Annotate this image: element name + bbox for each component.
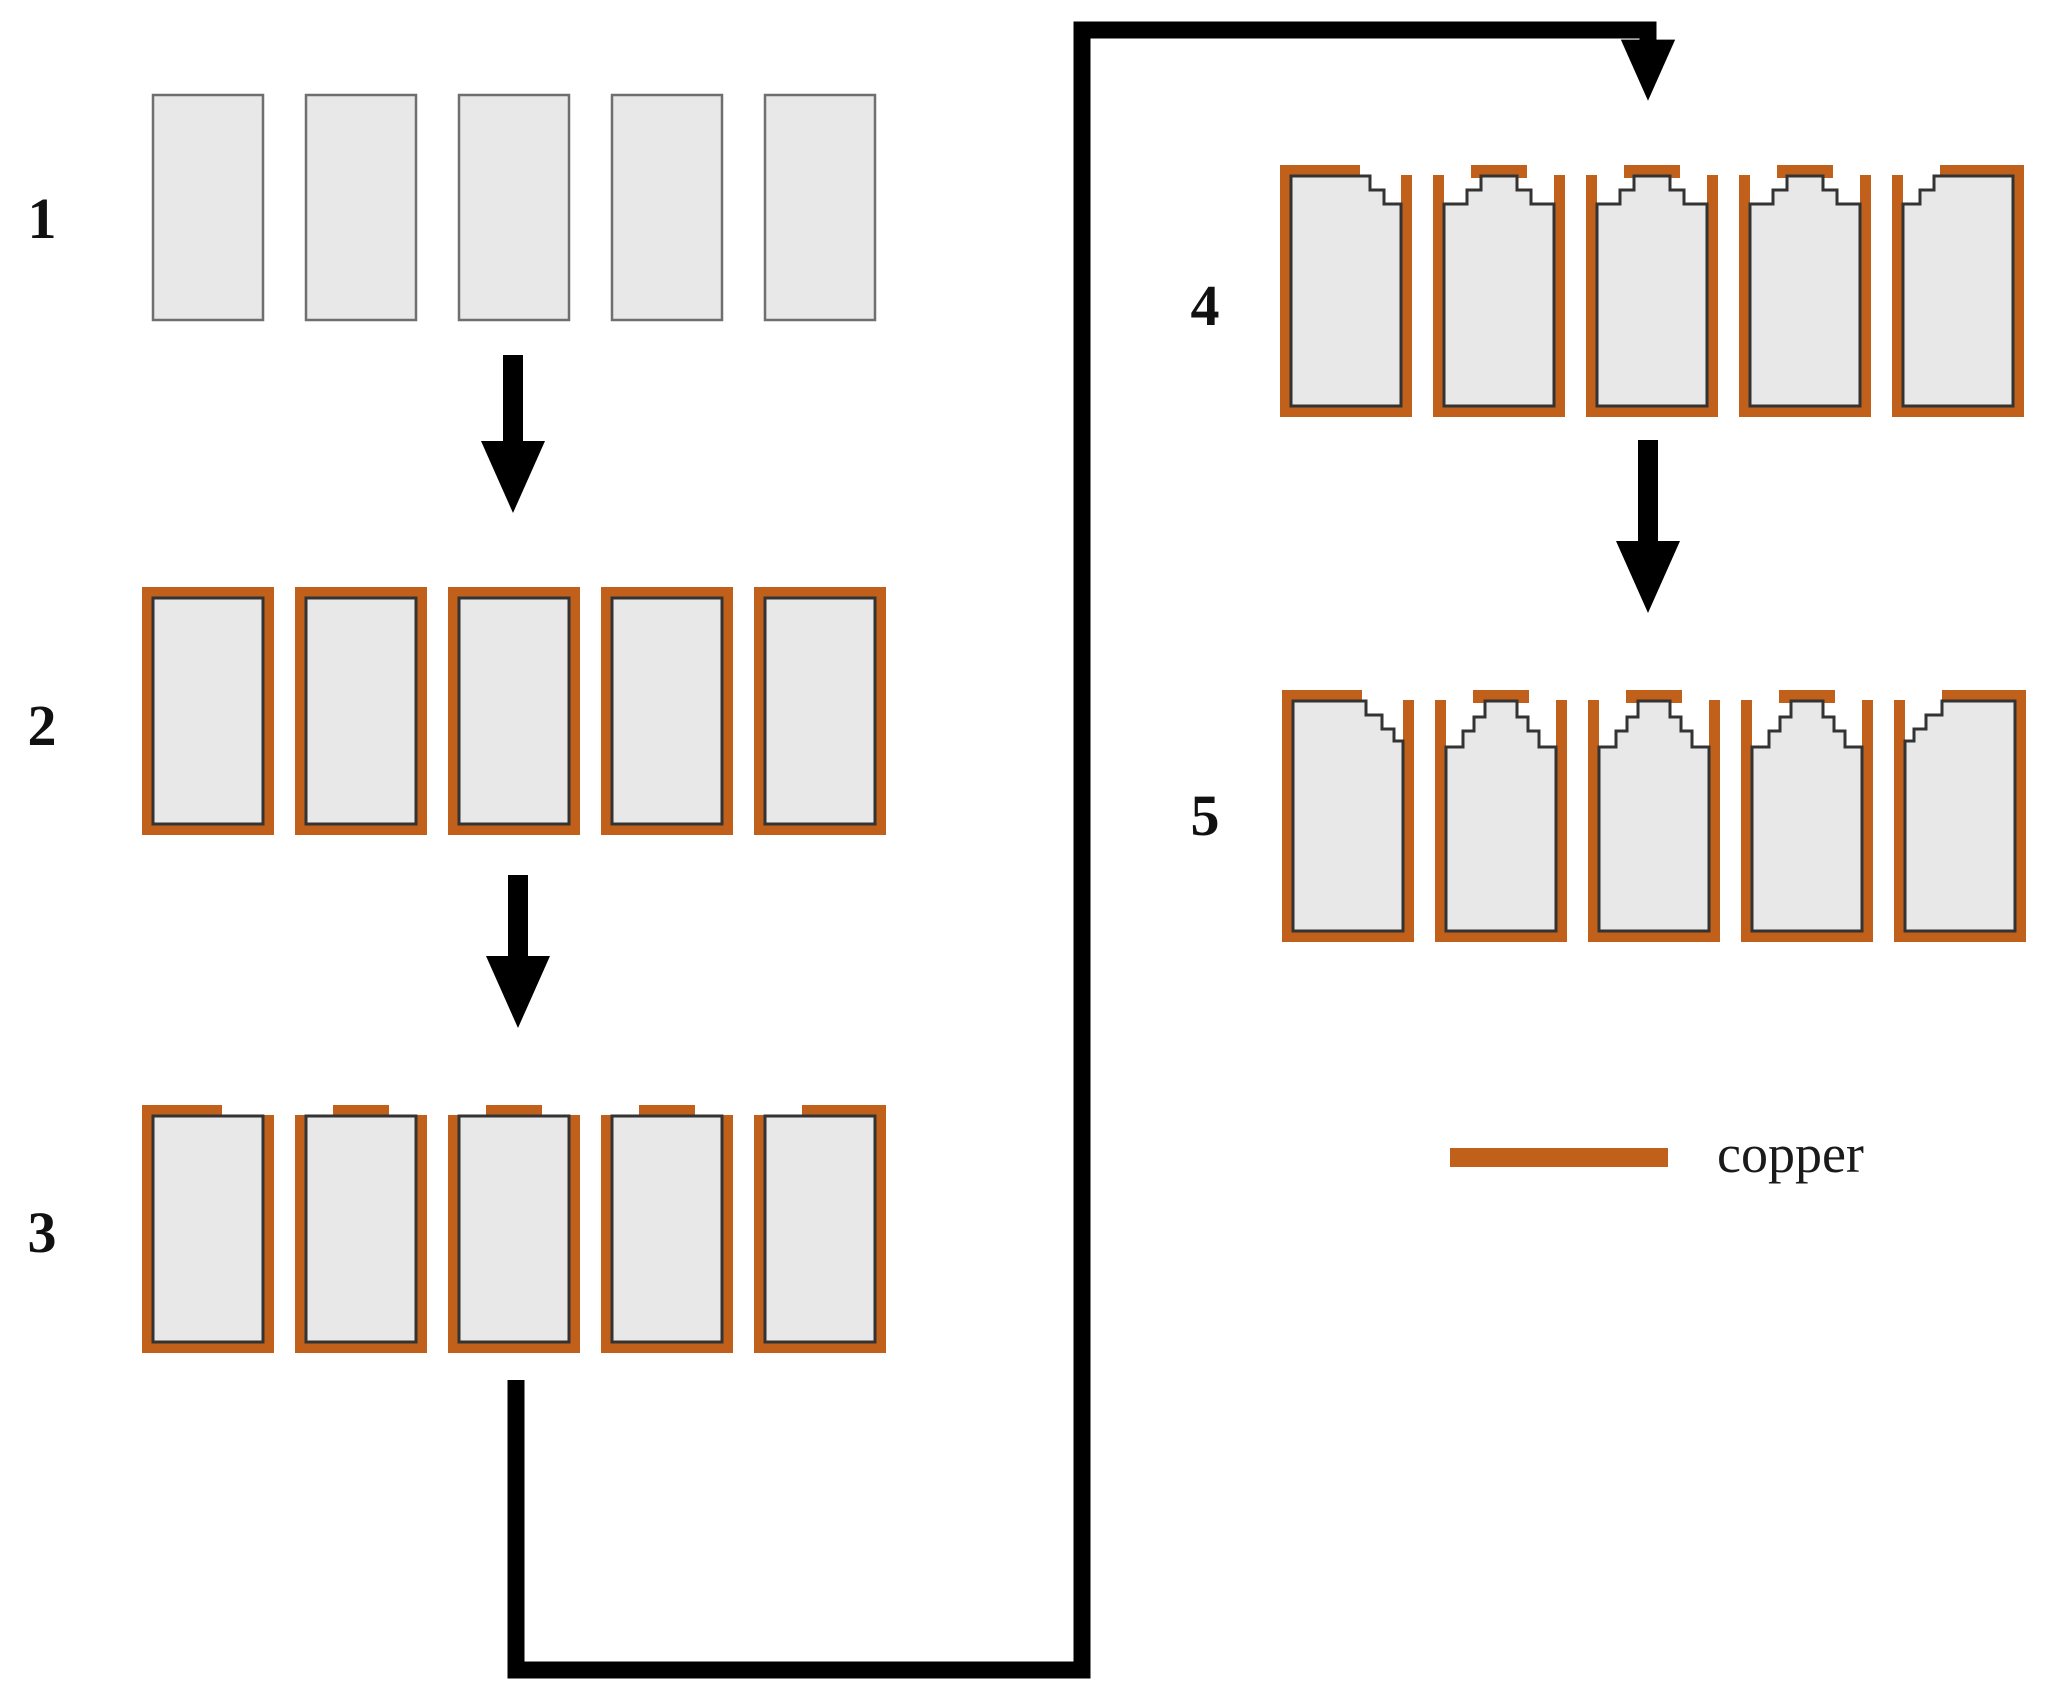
step-3-block-1	[142, 1105, 274, 1353]
step-5-block-2	[1435, 690, 1567, 942]
block-core	[1597, 699, 1711, 933]
block-core	[1291, 699, 1405, 933]
block-core	[304, 596, 418, 826]
step-1-block-3	[457, 93, 571, 322]
step-4-blocks	[1280, 165, 2024, 417]
copper-legend-label: copper	[1717, 1124, 1864, 1184]
copper-legend-swatch	[1450, 1148, 1668, 1167]
step-label-3: 3	[28, 1200, 57, 1265]
block-core	[1748, 174, 1862, 408]
step-1-block-4	[610, 93, 724, 322]
step-2-blocks	[142, 587, 886, 835]
step-1-block-2	[304, 93, 418, 322]
block-core	[763, 1114, 877, 1344]
step-1-block-5	[763, 93, 877, 322]
block-core	[457, 1114, 571, 1344]
step-2-block-3	[448, 587, 580, 835]
block-core	[1903, 699, 2017, 933]
step-3-blocks	[142, 1105, 886, 1353]
step-1-blocks	[151, 93, 877, 322]
step-2-block-4	[601, 587, 733, 835]
step-4-block-5	[1892, 165, 2024, 417]
step-label-1: 1	[28, 186, 57, 251]
step-5-block-5	[1894, 690, 2026, 942]
step-4-block-3	[1586, 165, 1718, 417]
block-core	[1750, 699, 1864, 933]
step-4-block-1	[1280, 165, 1412, 417]
block-core	[610, 596, 724, 826]
step-3-block-3	[448, 1105, 580, 1353]
block-core	[151, 596, 265, 826]
step-5-block-3	[1588, 690, 1720, 942]
step-label-4: 4	[1191, 273, 1220, 338]
step-4-block-4	[1739, 165, 1871, 417]
block-core	[304, 1114, 418, 1344]
step-5-blocks	[1282, 690, 2026, 942]
step-4-block-2	[1433, 165, 1565, 417]
step-3-block-4	[601, 1105, 733, 1353]
step-3-block-5	[754, 1105, 886, 1353]
block-core	[610, 1114, 724, 1344]
block-core	[763, 596, 877, 826]
step-2-block-1	[142, 587, 274, 835]
step-label-2: 2	[28, 693, 57, 758]
arrow-step3-to-step4	[507, 21, 1676, 1679]
step-1-block-1	[151, 93, 265, 322]
block-core	[1444, 699, 1558, 933]
step-3-block-2	[295, 1105, 427, 1353]
block-core	[151, 1114, 265, 1344]
block-core	[457, 596, 571, 826]
step-5-block-4	[1741, 690, 1873, 942]
step-5-block-1	[1282, 690, 1414, 942]
step-2-block-2	[295, 587, 427, 835]
block-core	[1289, 174, 1403, 408]
block-core	[1595, 174, 1709, 408]
step-2-block-5	[754, 587, 886, 835]
block-core	[1901, 174, 2015, 408]
step-label-5: 5	[1191, 783, 1220, 848]
block-core	[1442, 174, 1556, 408]
